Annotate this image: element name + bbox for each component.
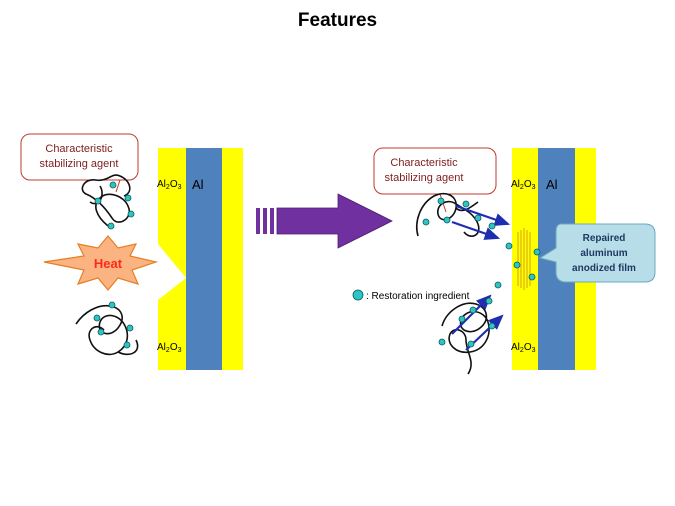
left-agent-molecule-bottom-branch — [117, 339, 139, 356]
heat-burst-icon — [43, 235, 159, 291]
repaired-line1: Repaired — [583, 233, 626, 244]
left-agent-molecule-top — [81, 174, 131, 227]
right-particle — [488, 322, 496, 330]
left-callout-line1: Characteristic — [45, 143, 113, 155]
right-agent-molecule-bottom — [441, 302, 490, 375]
right-oxide-bottom-label: Al2O3 — [511, 342, 536, 354]
big-right-arrow-icon — [276, 193, 393, 249]
right-particle — [422, 218, 430, 226]
left-particle — [108, 301, 116, 309]
right-particle — [474, 214, 482, 222]
blue-arrow-icon — [451, 220, 501, 240]
right-callout-line1: Characteristic — [390, 157, 458, 169]
arrow-tail-bar-1 — [256, 208, 260, 234]
left-oxide-top-label: Al2O3 — [157, 179, 182, 191]
right-particle — [528, 273, 536, 281]
left-callout-pointer — [115, 179, 121, 193]
left-panel: Al2O3 Al Al2O3 Characteristic stabilizin… — [20, 133, 243, 370]
restoration-ingredient-legend-icon — [352, 289, 364, 301]
left-particle — [97, 328, 105, 336]
blue-arrow-icon — [451, 294, 492, 335]
left-particle — [93, 314, 101, 322]
right-particle — [443, 216, 451, 224]
left-particle — [94, 197, 102, 205]
left-oxide-top-layer — [158, 148, 186, 230]
right-particle — [494, 281, 502, 289]
left-particle — [109, 181, 117, 189]
left-particle — [126, 324, 134, 332]
right-particle — [437, 197, 445, 205]
right-particle — [458, 315, 466, 323]
left-oxide-damage-wedge-top — [158, 230, 186, 278]
right-metal-label: Al — [546, 177, 558, 192]
right-particle — [485, 297, 493, 305]
right-particle — [533, 248, 541, 256]
right-callout-box — [373, 147, 497, 195]
restoration-ingredient-legend-label: : Restoration ingredient — [366, 291, 470, 302]
blue-arrow-icon — [455, 204, 511, 226]
left-metal-label: Al — [192, 177, 204, 192]
left-particle — [123, 341, 131, 349]
right-particle — [462, 200, 470, 208]
right-callout-line2: stabilizing agent — [385, 172, 464, 184]
right-oxide-top-label: Al2O3 — [511, 179, 536, 191]
right-particle — [467, 340, 475, 348]
left-particle — [107, 222, 115, 230]
left-callout-box — [20, 133, 139, 181]
left-oxide-bottom-layer — [158, 278, 186, 370]
repaired-line2: aluminum — [580, 248, 627, 259]
left-metal-layer — [186, 148, 222, 370]
repaired-line3: anodized film — [572, 263, 636, 274]
repaired-film-callout — [538, 223, 656, 283]
right-particle — [438, 338, 446, 346]
right-oxide-front-layer — [512, 148, 538, 370]
arrow-tail-bar-2 — [263, 208, 267, 234]
right-particle — [505, 242, 513, 250]
left-particle — [124, 194, 132, 202]
transition-arrow — [256, 193, 393, 249]
right-agent-molecule-top — [416, 192, 480, 237]
left-oxide-back-layer — [222, 148, 243, 370]
left-oxide-bottom-label: Al2O3 — [157, 342, 182, 354]
right-particle — [469, 306, 477, 314]
page-title: Features — [297, 10, 378, 31]
heat-label: Heat — [94, 256, 123, 271]
left-callout-line2: stabilizing agent — [40, 158, 119, 170]
left-particle — [127, 210, 135, 218]
right-particle — [513, 261, 521, 269]
right-particle — [488, 222, 496, 230]
arrow-tail-bar-3 — [270, 208, 274, 234]
repair-fibers — [517, 228, 531, 290]
right-panel: Al2O3 Al Al2O3 Characteristic stabilizin… — [352, 147, 656, 375]
